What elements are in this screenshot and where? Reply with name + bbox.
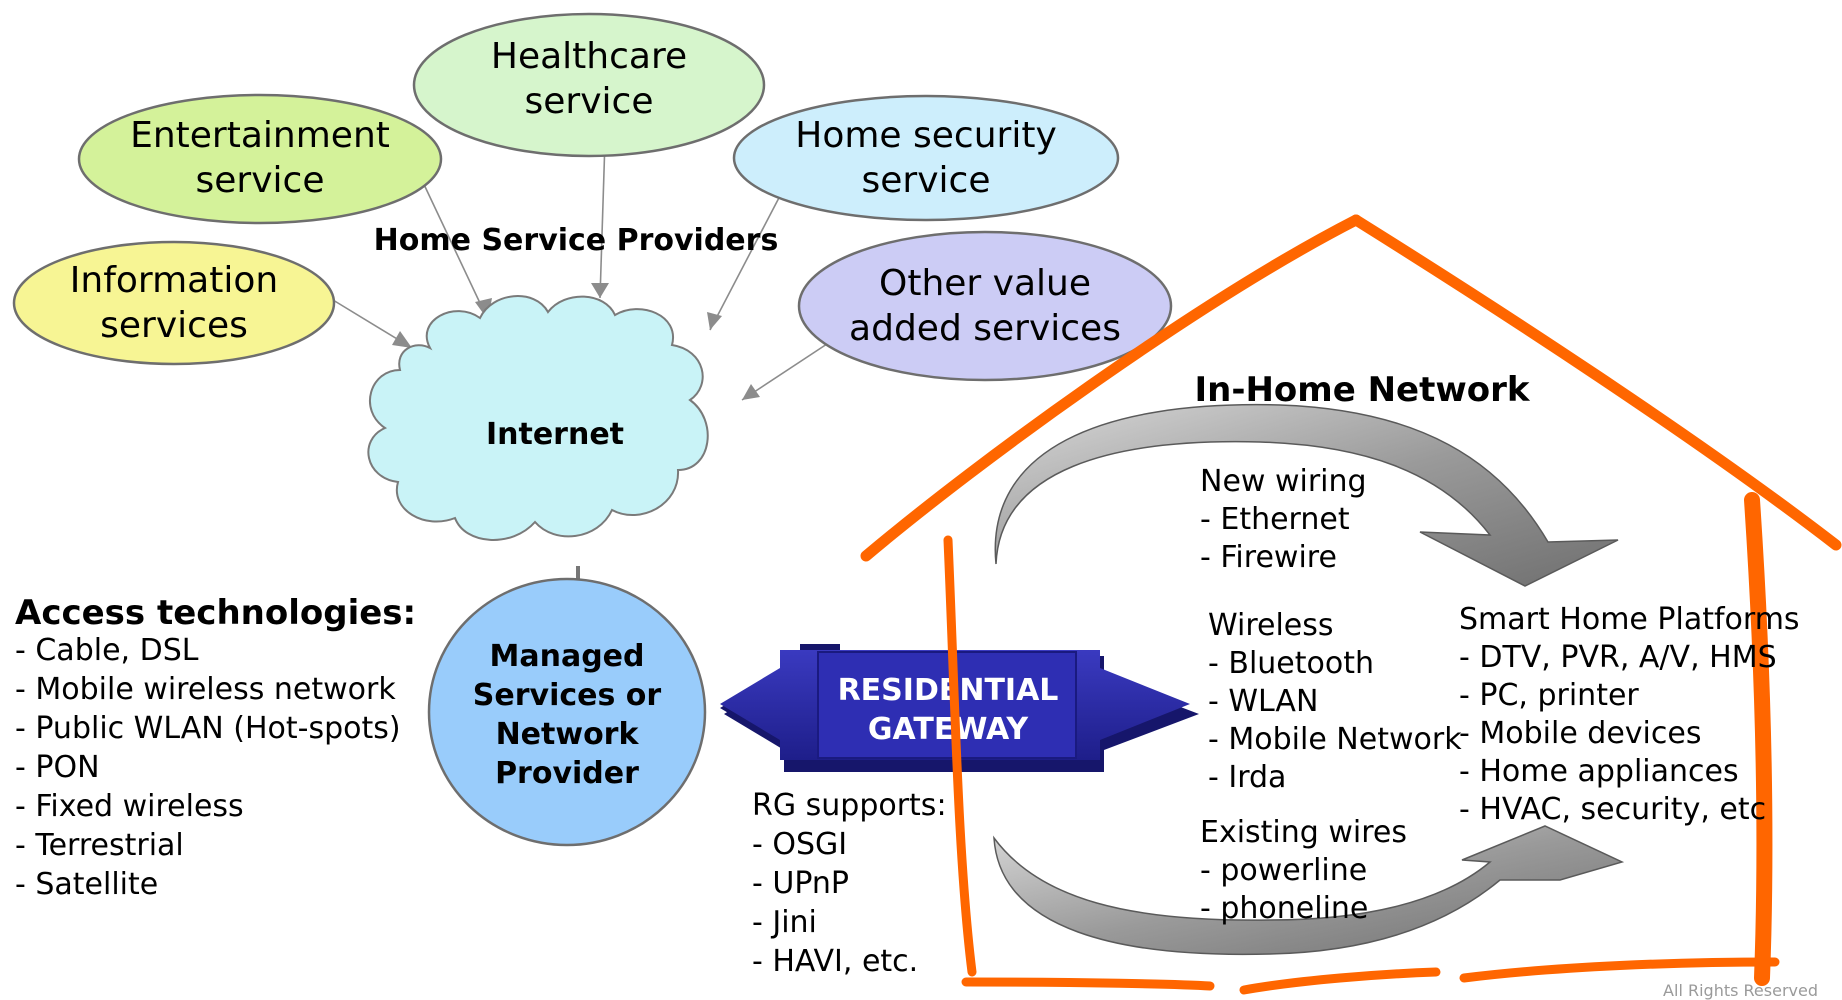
wireless-item: - WLAN	[1208, 684, 1318, 719]
wireless-item: - Mobile Network	[1208, 722, 1462, 757]
connector-other	[741, 341, 831, 401]
internet-label: Internet	[486, 417, 624, 452]
arrowhead-healthcare	[591, 283, 609, 298]
smart-home-title: Smart Home Platforms	[1459, 602, 1800, 637]
rg-supports-item: - OSGI	[752, 827, 847, 862]
access-item: - Cable, DSL	[15, 633, 199, 668]
gateway-line-1: RESIDENTIAL	[838, 673, 1059, 708]
new-wiring-item: - Firewire	[1200, 540, 1337, 575]
home-security-line-1: Home security	[795, 115, 1057, 156]
other-services-line-2: added services	[849, 308, 1121, 349]
other-services-ellipse	[797, 230, 1173, 382]
managed-line-1: Managed	[490, 639, 645, 674]
information-line-1: Information	[70, 260, 278, 301]
managed-line-3: Network	[496, 717, 640, 752]
internet-cloud: Internet	[367, 295, 709, 541]
house-floor-1	[961, 977, 1215, 991]
smart-home-item: - Mobile devices	[1459, 716, 1701, 751]
house-roof-left	[860, 214, 1362, 562]
other-services-line-1: Other value	[879, 263, 1091, 304]
arrowhead-information	[392, 331, 412, 348]
internet-cloud-shape	[367, 295, 709, 541]
new-wiring-group: New wiring - Ethernet - Firewire	[1200, 464, 1367, 575]
managed-provider-circle	[427, 577, 707, 847]
house-outline	[860, 214, 1842, 995]
existing-wires-item: - phoneline	[1200, 891, 1368, 926]
managed-provider: Managed Services or Network Provider	[427, 577, 707, 847]
healthcare-line-1: Healthcare	[491, 36, 687, 77]
gateway-body	[817, 651, 1077, 759]
entertainment-line-1: Entertainment	[130, 115, 390, 156]
existing-wires-arrow	[993, 825, 1625, 956]
rg-supports-title: RG supports:	[752, 788, 947, 823]
smart-home-item: - DTV, PVR, A/V, HMS	[1459, 640, 1777, 675]
entertainment-line-2: service	[196, 160, 325, 201]
home-service-providers-label: Home Service Providers	[374, 223, 779, 258]
home-security-ellipse	[732, 94, 1120, 222]
access-item: - PON	[15, 750, 100, 785]
connector-healthcare	[599, 139, 606, 299]
smart-home-item: - Home appliances	[1459, 754, 1739, 789]
smart-home-item: - HVAC, security, etc	[1459, 792, 1766, 827]
existing-wires-group: Existing wires - powerline - phoneline	[1200, 815, 1407, 926]
access-item: - Mobile wireless network	[15, 672, 396, 707]
other-services: Other value added services	[797, 230, 1173, 382]
connector-entertainment	[419, 175, 489, 321]
information-ellipse	[12, 240, 336, 366]
arrowhead-home-security	[707, 312, 722, 330]
footer-rights: All Rights Reserved	[1663, 981, 1818, 1000]
wireless-group: Wireless - Bluetooth - WLAN - Mobile Net…	[1208, 608, 1462, 795]
existing-wires-title: Existing wires	[1200, 815, 1407, 850]
rg-supports: RG supports: - OSGI - UPnP - Jini - HAVI…	[752, 788, 947, 979]
healthcare-ellipse	[412, 12, 766, 158]
in-home-arrows	[993, 403, 1625, 956]
information-line-2: services	[100, 305, 248, 346]
access-item: - Public WLAN (Hot-spots)	[15, 711, 401, 746]
entertainment-service: Entertainment service	[77, 93, 443, 225]
managed-line-4: Provider	[495, 756, 639, 791]
managed-line-2: Services or	[473, 678, 662, 713]
house-roof-right	[1350, 214, 1842, 551]
healthcare-service: Healthcare service	[412, 12, 766, 158]
rg-supports-item: - Jini	[752, 905, 817, 940]
access-item: - Terrestrial	[15, 828, 184, 863]
entertainment-ellipse	[77, 93, 443, 225]
information-service: Information services	[12, 240, 336, 366]
access-title: Access technologies:	[15, 593, 416, 633]
home-security-line-2: service	[862, 160, 991, 201]
wireless-item: - Irda	[1208, 760, 1286, 795]
connector-arrowheads	[392, 283, 760, 400]
rg-supports-item: - UPnP	[752, 866, 849, 901]
smart-home-group: Smart Home Platforms - DTV, PVR, A/V, HM…	[1459, 602, 1800, 827]
access-item: - Satellite	[15, 867, 158, 902]
home-security-service: Home security service	[732, 94, 1120, 222]
house-wall-right	[1744, 492, 1773, 986]
access-item: - Fixed wireless	[15, 789, 244, 824]
access-technologies: Access technologies: - Cable, DSL - Mobi…	[15, 593, 416, 902]
house-floor-2	[1239, 967, 1441, 995]
new-wiring-title: New wiring	[1200, 464, 1367, 499]
house-floor-3	[1459, 957, 1780, 983]
new-wiring-item: - Ethernet	[1200, 502, 1350, 537]
arrowhead-other	[742, 384, 760, 400]
smart-home-item: - PC, printer	[1459, 678, 1639, 713]
existing-wires-item: - powerline	[1200, 853, 1367, 888]
in-home-title: In-Home Network	[1194, 370, 1530, 410]
connector-home-security	[709, 191, 783, 331]
new-wiring-arrow	[994, 403, 1619, 587]
house-wall-left	[943, 535, 977, 977]
wireless-item: - Bluetooth	[1208, 646, 1374, 681]
wireless-title: Wireless	[1208, 608, 1334, 643]
gateway-line-2: GATEWAY	[868, 712, 1030, 747]
healthcare-line-2: service	[525, 81, 654, 122]
rg-supports-item: - HAVI, etc.	[752, 944, 918, 979]
